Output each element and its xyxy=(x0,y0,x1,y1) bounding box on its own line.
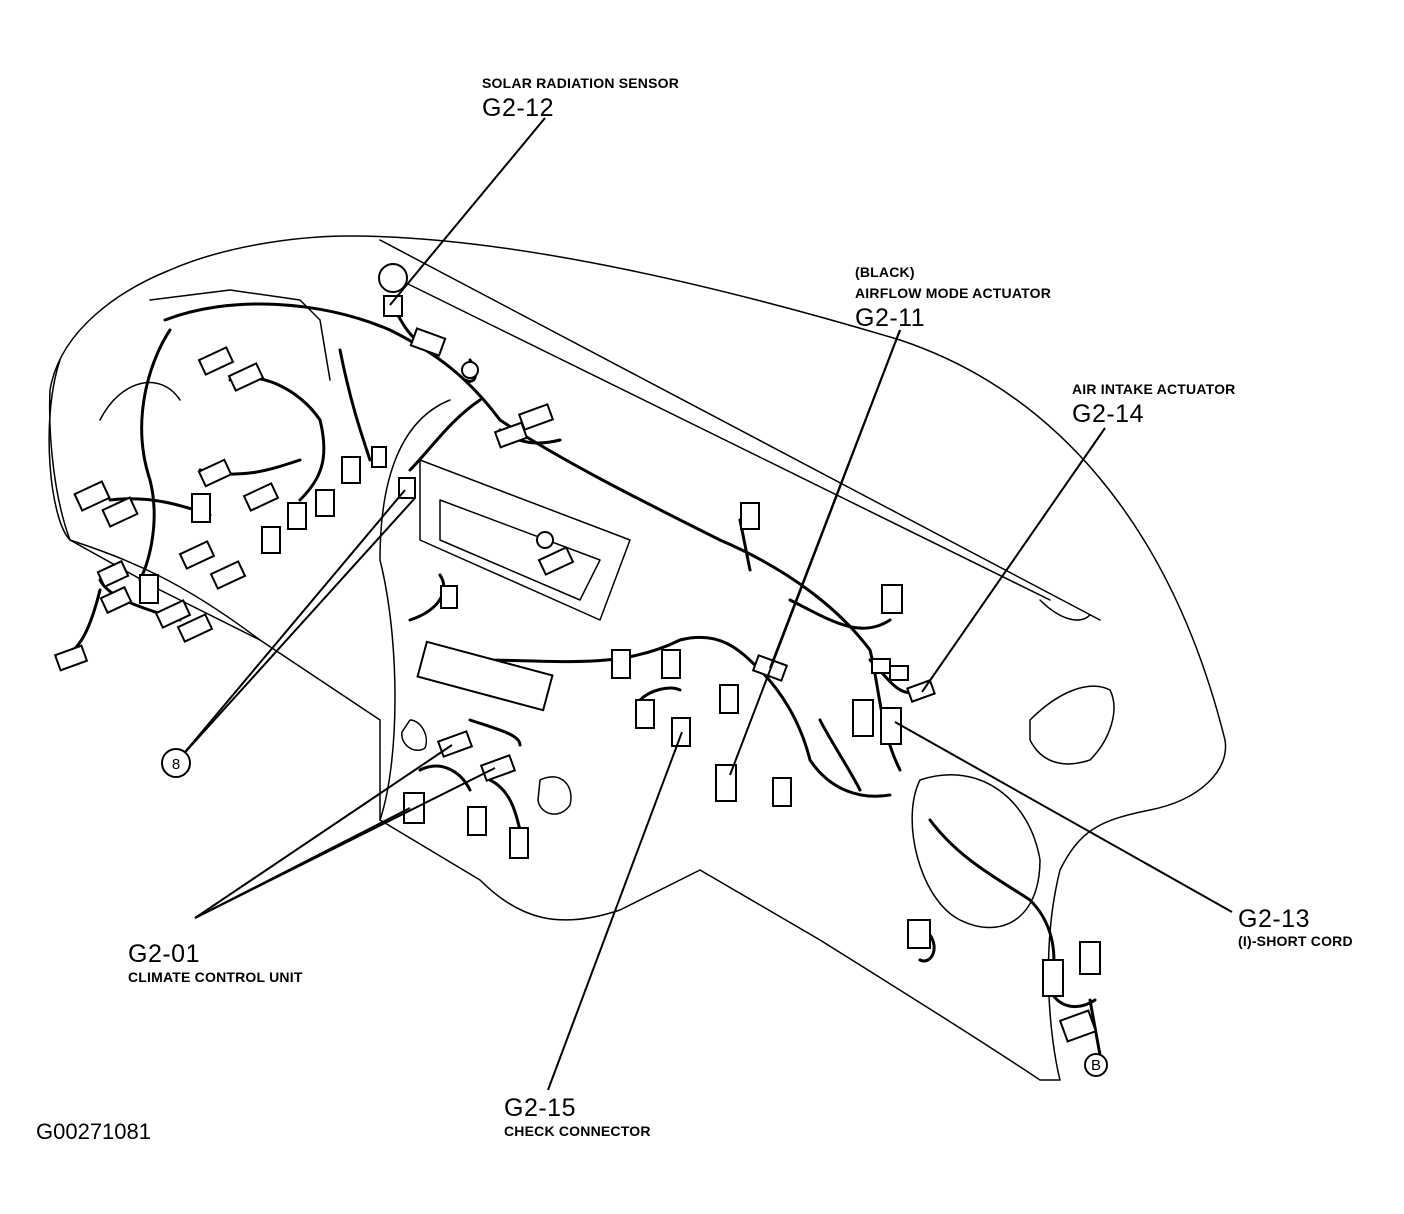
dashboard-outline xyxy=(48,235,1227,1081)
figure-id: G00271081 xyxy=(36,1119,151,1144)
ground-marker-8-label: 8 xyxy=(172,756,180,773)
solar-sensor-name: SOLAR RADIATION SENSOR xyxy=(482,75,680,91)
check-connector-code: G2-15 xyxy=(504,1094,576,1122)
airflow-actuator-code: G2-11 xyxy=(855,304,926,332)
airflow-actuator-note: (BLACK) xyxy=(855,264,915,280)
leader-lines xyxy=(179,117,1233,1091)
check-connector-name: CHECK CONNECTOR xyxy=(504,1123,651,1139)
short-cord-name: (I)-SHORT CORD xyxy=(1238,933,1353,949)
climate-control-code: G2-01 xyxy=(128,940,200,968)
climate-control-name: CLIMATE CONTROL UNIT xyxy=(128,969,303,985)
solar-sensor-code: G2-12 xyxy=(482,94,554,122)
air-intake-actuator-name: AIR INTAKE ACTUATOR xyxy=(1072,381,1236,397)
ground-marker-b-label: B xyxy=(1091,1057,1101,1074)
air-intake-actuator-code: G2-14 xyxy=(1072,400,1144,428)
short-cord-code: G2-13 xyxy=(1238,905,1310,933)
airflow-actuator-name: AIRFLOW MODE ACTUATOR xyxy=(855,285,1052,301)
connectors xyxy=(53,263,1101,1043)
ground-marker-8: 8 xyxy=(161,748,191,778)
wire-harness xyxy=(58,298,1102,1057)
ground-marker-b: B xyxy=(1084,1053,1108,1077)
